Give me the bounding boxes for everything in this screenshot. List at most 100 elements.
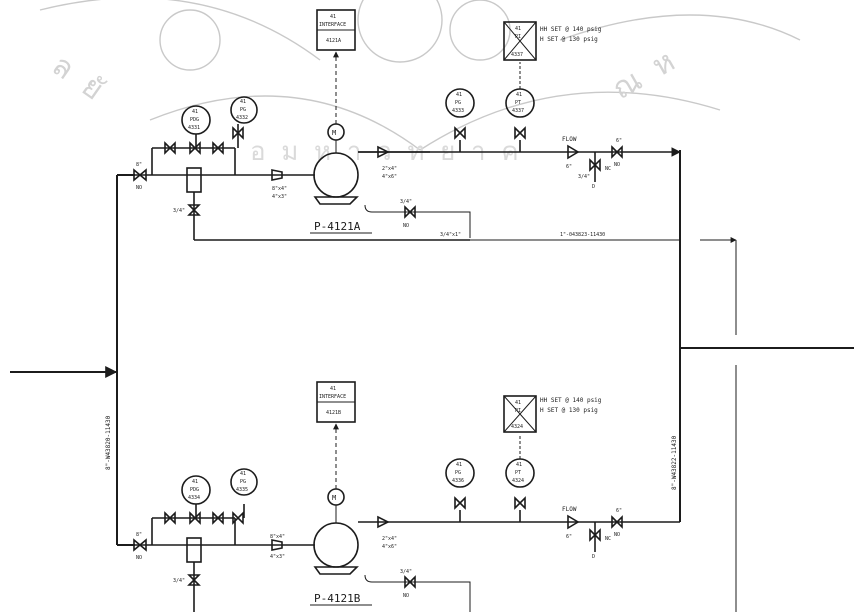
svg-text:NC: NC bbox=[605, 536, 611, 542]
svg-text:3/4"x1": 3/4"x1" bbox=[440, 232, 461, 238]
svg-text:PG: PG bbox=[455, 100, 461, 106]
svg-text:ล ยั: ล ยั bbox=[45, 48, 109, 108]
svg-text:6": 6" bbox=[566, 534, 572, 540]
svg-text:4335: 4335 bbox=[236, 487, 248, 493]
pump-b-tag: P-4121B bbox=[314, 592, 361, 605]
svg-text:41: 41 bbox=[330, 386, 336, 392]
svg-text:4324: 4324 bbox=[512, 478, 524, 484]
pump-a-tag: P-4121A bbox=[314, 220, 361, 233]
pg-discharge-b-icon bbox=[445, 458, 475, 488]
svg-text:4"x3": 4"x3" bbox=[270, 554, 285, 560]
drain-size-label: 3/4" bbox=[173, 208, 185, 214]
svg-text:PDG: PDG bbox=[190, 117, 199, 123]
svg-text:4333: 4333 bbox=[452, 108, 464, 114]
gate-valve-icon bbox=[133, 168, 147, 182]
suction-header-label: 8"-W43820-11430 bbox=[105, 415, 112, 470]
svg-text:4334: 4334 bbox=[188, 495, 200, 501]
svg-text:PG: PG bbox=[455, 470, 461, 476]
svg-text:INTERFACE: INTERFACE bbox=[319, 394, 346, 400]
svg-text:PI: PI bbox=[515, 408, 521, 414]
recirc-line-label: 1"-043823-11430 bbox=[560, 232, 605, 238]
svg-text:4331: 4331 bbox=[188, 125, 200, 131]
pump-b-suction-instruments: 41 PDG 4334 41 PG 4335 bbox=[181, 468, 258, 505]
svg-text:2"x4": 2"x4" bbox=[382, 166, 397, 172]
svg-text:INTERFACE: INTERFACE bbox=[319, 22, 346, 28]
svg-text:4336: 4336 bbox=[452, 478, 464, 484]
svg-text:8"x4": 8"x4" bbox=[270, 534, 285, 540]
pi-a-box bbox=[503, 21, 537, 61]
pi-b-hh-set: HH SET @ 140 psig bbox=[540, 397, 602, 404]
pump-a-train: 8" NO 3/4" 8"x4" 4"x3" M 41 INTERFACE 41… bbox=[133, 9, 681, 241]
svg-text:4"x6": 4"x6" bbox=[382, 174, 397, 180]
pi-a-h-set: H SET @ 130 psig bbox=[540, 36, 598, 43]
svg-text:PT: PT bbox=[515, 100, 521, 106]
strainer-icon bbox=[186, 167, 202, 193]
svg-text:4337: 4337 bbox=[511, 52, 523, 58]
svg-text:41: 41 bbox=[456, 92, 462, 98]
svg-text:D: D bbox=[592, 184, 595, 190]
svg-text:41: 41 bbox=[516, 92, 522, 98]
svg-text:4324: 4324 bbox=[511, 424, 523, 430]
svg-text:PT: PT bbox=[515, 470, 521, 476]
pi-b-box bbox=[503, 395, 537, 433]
svg-text:8": 8" bbox=[136, 532, 142, 538]
svg-text:4121B: 4121B bbox=[326, 410, 341, 416]
svg-text:2"x4": 2"x4" bbox=[382, 536, 397, 542]
svg-text:PG: PG bbox=[240, 479, 246, 485]
svg-text:3/4": 3/4" bbox=[400, 569, 412, 575]
svg-text:41: 41 bbox=[516, 462, 522, 468]
valve-size-label: 8" bbox=[136, 162, 142, 168]
svg-text:41: 41 bbox=[240, 471, 246, 477]
pi-b-h-set: H SET @ 130 psig bbox=[540, 407, 598, 414]
svg-text:41: 41 bbox=[192, 479, 198, 485]
pi-a-hh-set: HH SET @ 140 psig bbox=[540, 26, 602, 33]
svg-text:NO: NO bbox=[403, 593, 409, 599]
check-valve-icon bbox=[377, 145, 390, 159]
drain-valve-icon bbox=[187, 204, 201, 216]
svg-text:41: 41 bbox=[240, 99, 246, 105]
pg-suction-b-icon bbox=[230, 468, 258, 496]
valve-status-label: NO bbox=[136, 185, 142, 191]
svg-text:NO: NO bbox=[136, 555, 142, 561]
pdg-a-icon bbox=[181, 105, 211, 135]
svg-text:4121A: 4121A bbox=[326, 38, 341, 44]
svg-text:41: 41 bbox=[456, 462, 462, 468]
svg-text:41: 41 bbox=[515, 400, 521, 406]
discharge-header-label: 8"-W43822-11430 bbox=[671, 435, 678, 490]
svg-text:41: 41 bbox=[192, 109, 198, 115]
svg-text:M: M bbox=[332, 494, 336, 502]
svg-text:FLOW: FLOW bbox=[562, 136, 577, 143]
svg-text:PG: PG bbox=[240, 107, 246, 113]
svg-text:41: 41 bbox=[330, 14, 336, 20]
svg-text:D: D bbox=[592, 554, 595, 560]
strainer-b-icon bbox=[186, 537, 202, 563]
svg-text:4"x6": 4"x6" bbox=[382, 544, 397, 550]
header-lines bbox=[10, 150, 854, 612]
svg-text:NO: NO bbox=[614, 162, 620, 168]
svg-text:3/4": 3/4" bbox=[578, 174, 590, 180]
reducer-label-2: 4"x3" bbox=[272, 194, 287, 200]
svg-text:3/4": 3/4" bbox=[400, 199, 412, 205]
svg-text:NC: NC bbox=[605, 166, 611, 172]
svg-text:FLOW: FLOW bbox=[562, 506, 577, 513]
svg-text:NO: NO bbox=[403, 223, 409, 229]
svg-text:4337: 4337 bbox=[512, 108, 524, 114]
motor-a-label: M bbox=[332, 129, 336, 137]
pump-b-icon bbox=[313, 522, 359, 568]
pump-b-train: 8" NO 3/4" 8"x4" 4"x3" M 41 INTERFACE 41… bbox=[133, 381, 680, 612]
watermark-seal: ล ยั ณ ห อ ม ห า ว ท ย า ค bbox=[39, 0, 801, 167]
reducer-label: 8"x4" bbox=[272, 186, 287, 192]
pdg-b-icon bbox=[181, 475, 211, 505]
svg-text:PDG: PDG bbox=[190, 487, 199, 493]
svg-text:6": 6" bbox=[616, 138, 622, 144]
svg-text:3/4": 3/4" bbox=[173, 578, 185, 584]
svg-text:PI: PI bbox=[515, 34, 521, 40]
svg-text:NO: NO bbox=[614, 532, 620, 538]
svg-text:4332: 4332 bbox=[236, 115, 248, 121]
flow-element-icon bbox=[567, 144, 580, 160]
svg-text:6": 6" bbox=[616, 508, 622, 514]
svg-text:6": 6" bbox=[566, 164, 572, 170]
svg-text:41: 41 bbox=[515, 26, 521, 32]
pg-suction-a-icon bbox=[230, 96, 258, 124]
